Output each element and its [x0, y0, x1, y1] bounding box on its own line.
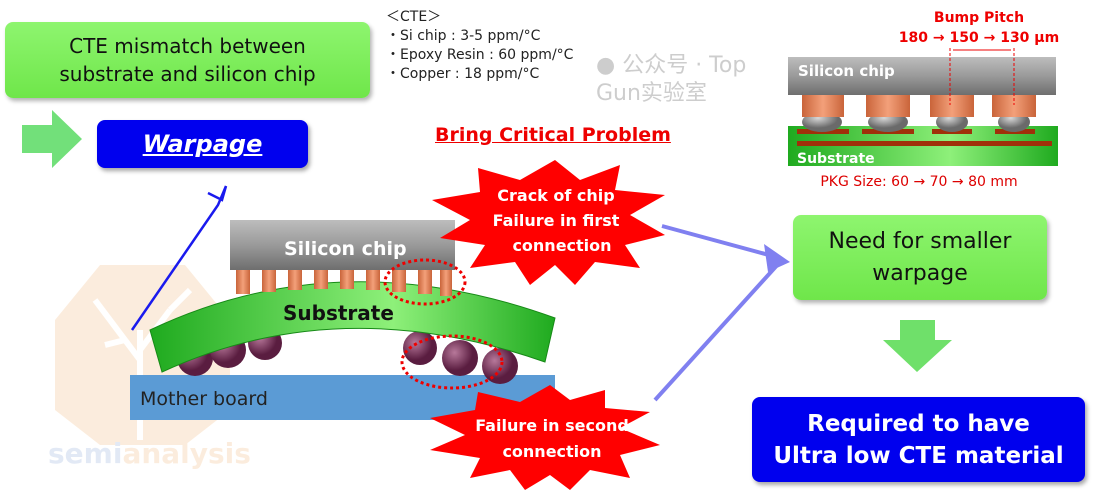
burst2-line1: Failure in second: [475, 416, 629, 435]
pitch-chip-label: Silicon chip: [798, 62, 895, 80]
warpage-label: Warpage: [142, 130, 263, 158]
cte-mismatch-box: CTE mismatch between substrate and silic…: [5, 22, 370, 98]
burst-crack: [432, 160, 665, 285]
cte-item: ・Si chip : 3-5 ppm/°C: [386, 28, 541, 44]
cte-title: ＜CTE＞: [386, 9, 442, 25]
burst1-line3: connection: [512, 236, 611, 255]
pitch-substrate-label: Substrate: [797, 151, 875, 167]
chip-bumps: [236, 268, 452, 296]
right-arrow-icon: [22, 110, 82, 168]
cte-mismatch-line2: substrate and silicon chip: [59, 62, 316, 86]
bump-pitch-diagram: [788, 48, 1058, 166]
wechat-watermark: ● 公众号 · Top Gun实验室: [596, 52, 784, 108]
cte-item: ・Epoxy Resin : 60 ppm/°C: [386, 47, 574, 63]
critical-problem-heading: Bring Critical Problem: [435, 124, 671, 146]
cte-item: ・Copper : 18 ppm/°C: [386, 66, 540, 82]
substrate-warped: [149, 281, 556, 373]
burst1-line2: Failure in first: [493, 211, 620, 230]
required-line2: Ultra low CTE material: [773, 442, 1064, 469]
arrow-to-need-2: [653, 260, 782, 402]
silicon-chip: [230, 220, 455, 270]
bump-pitch-values: 180 → 150 → 130 µm: [899, 30, 1059, 46]
burst2-line2: connection: [502, 442, 601, 461]
wechat-icon: ●: [596, 53, 616, 78]
pkg-size: PKG Size: 60 → 70 → 80 mm: [820, 174, 1017, 190]
substrate-label: Substrate: [283, 301, 394, 325]
warpage-box: Warpage: [97, 120, 308, 168]
burst-labels: Crack of chip Failure in first connectio…: [475, 186, 629, 461]
crack-highlight: [383, 258, 467, 306]
bump-pitch-title: Bump Pitch: [934, 10, 1024, 26]
svg-text:semianalysis: semianalysis: [48, 437, 251, 470]
wechat-watermark-text: 公众号 · Top Gun实验室: [596, 53, 747, 106]
second-failure-highlight: [400, 334, 504, 390]
semianalysis-logo: semianalysis: [48, 265, 251, 470]
need-line1: Need for smaller: [828, 228, 1012, 254]
burst-second: [430, 385, 660, 490]
cte-mismatch-line1: CTE mismatch between: [69, 34, 306, 58]
need-line2: warpage: [872, 260, 968, 286]
burst1-line1: Crack of chip: [497, 186, 614, 205]
required-line1: Required to have: [807, 410, 1030, 437]
down-arrow-icon: [883, 320, 952, 372]
arrow-head-icon: [764, 244, 790, 272]
warpage-indicator-line: [130, 185, 228, 331]
silicon-chip-label: Silicon chip: [284, 238, 407, 260]
mother-board-label: Mother board: [140, 388, 268, 410]
cte-list: ＜CTE＞ ・Si chip : 3-5 ppm/°C ・Epoxy Resin…: [386, 8, 573, 84]
arrow-to-need-1: [661, 224, 781, 260]
required-material-box: Required to have Ultra low CTE material: [752, 397, 1085, 482]
need-smaller-warpage-box: Need for smaller warpage: [793, 215, 1047, 300]
